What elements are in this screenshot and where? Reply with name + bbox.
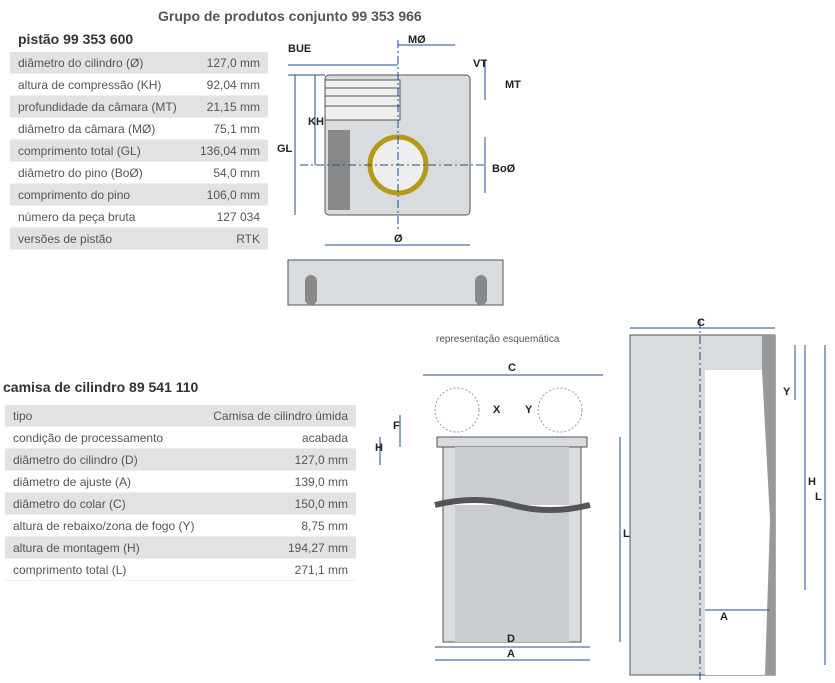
spec-value: 194,27 mm — [204, 536, 356, 559]
spec-row: diâmetro do colar (C)150,0 mm — [5, 492, 356, 515]
spec-value: 139,0 mm — [204, 470, 356, 493]
spec-value: 92,04 mm — [189, 73, 268, 96]
x-label: X — [493, 404, 501, 416]
spec-row: comprimento total (L)271,1 mm — [5, 558, 356, 581]
spec-label: condição de processamento — [5, 426, 205, 449]
spec-label: altura de rebaixo/zona de fogo (Y) — [5, 514, 205, 537]
product-group-title: Grupo de produtos conjunto 99 353 966 — [158, 8, 422, 24]
spec-label: tipo — [5, 405, 205, 427]
spec-row: altura de compressão (KH)92,04 mm — [10, 73, 268, 96]
kh-label: KH — [308, 116, 324, 128]
spec-label: número da peça bruta — [10, 205, 190, 228]
a-label: A — [507, 648, 515, 660]
spec-row: comprimento total (GL)136,04 mm — [10, 139, 268, 162]
spec-row: altura de montagem (H)194,27 mm — [5, 536, 356, 559]
spec-value: Camisa de cilindro úmida — [204, 405, 356, 427]
spec-label: diâmetro de ajuste (A) — [5, 470, 205, 493]
spec-label: diâmetro do colar (C) — [5, 492, 205, 515]
liner-section-diagram: C Y H L A — [629, 317, 826, 680]
spec-row: diâmetro do cilindro (D)127,0 mm — [5, 448, 356, 471]
spec-value: 54,0 mm — [189, 161, 268, 184]
liner-heading: camisa de cilindro 89 541 110 — [3, 379, 199, 395]
spec-label: diâmetro da câmara (MØ) — [10, 117, 190, 140]
spec-label: diâmetro do cilindro (D) — [5, 448, 205, 471]
spec-row: diâmetro do cilindro (Ø)127,0 mm — [10, 52, 268, 74]
spec-label: altura de montagem (H) — [5, 536, 205, 559]
spec-value: RTK — [189, 227, 268, 250]
boo-label: BoØ — [492, 163, 516, 175]
piston-heading: pistão 99 353 600 — [18, 31, 134, 47]
h-label: H — [375, 442, 383, 454]
spec-value: acabada — [204, 426, 356, 449]
f-label: F — [393, 420, 400, 432]
spec-row: profundidade da câmara (MT)21,15 mm — [10, 95, 268, 118]
spec-label: profundidade da câmara (MT) — [10, 95, 190, 118]
bue-label: BUE — [288, 43, 311, 55]
spec-value: 75,1 mm — [189, 117, 268, 140]
spec-label: versões de pistão — [10, 227, 190, 250]
spec-value: 127 034 — [189, 205, 268, 228]
spec-value: 8,75 mm — [204, 514, 356, 537]
liner-schematic-diagram: C F H X Y L D A — [375, 362, 630, 661]
spec-label: altura de compressão (KH) — [10, 73, 190, 96]
spec-value: 127,0 mm — [204, 448, 356, 471]
c-label: C — [508, 362, 516, 374]
spec-label: diâmetro do cilindro (Ø) — [10, 52, 190, 74]
spec-value: 271,1 mm — [204, 558, 356, 581]
y-section-label: Y — [783, 386, 791, 398]
vt-label: VT — [473, 58, 487, 70]
spec-row: diâmetro de ajuste (A)139,0 mm — [5, 470, 356, 493]
mt-label: MT — [505, 79, 521, 91]
piston-diagram: BUE MØ VT MT KH GL BoØ Ø — [277, 34, 521, 306]
spec-value: 106,0 mm — [189, 183, 268, 206]
y-label: Y — [525, 404, 533, 416]
spec-row: diâmetro do pino (BoØ)54,0 mm — [10, 161, 268, 184]
spec-value: 127,0 mm — [189, 52, 268, 74]
spec-label: comprimento total (GL) — [10, 139, 190, 162]
schematic-caption: representação esquemática — [436, 334, 560, 345]
gl-label: GL — [277, 143, 293, 155]
spec-row: altura de rebaixo/zona de fogo (Y)8,75 m… — [5, 514, 356, 537]
l-section-label: L — [815, 491, 822, 503]
spec-label: comprimento do pino — [10, 183, 190, 206]
diameter-label: Ø — [394, 233, 403, 245]
spec-label: diâmetro do pino (BoØ) — [10, 161, 190, 184]
a-section-label: A — [720, 611, 728, 623]
spec-value: 150,0 mm — [204, 492, 356, 515]
l-label: L — [623, 528, 630, 540]
mo-label: MØ — [408, 34, 426, 46]
spec-value: 21,15 mm — [189, 95, 268, 118]
c-section-label: C — [697, 317, 705, 329]
h-section-label: H — [808, 476, 816, 488]
spec-row: diâmetro da câmara (MØ)75,1 mm — [10, 117, 268, 140]
spec-value: 136,04 mm — [189, 139, 268, 162]
d-label: D — [507, 633, 515, 645]
spec-label: comprimento total (L) — [5, 558, 205, 581]
